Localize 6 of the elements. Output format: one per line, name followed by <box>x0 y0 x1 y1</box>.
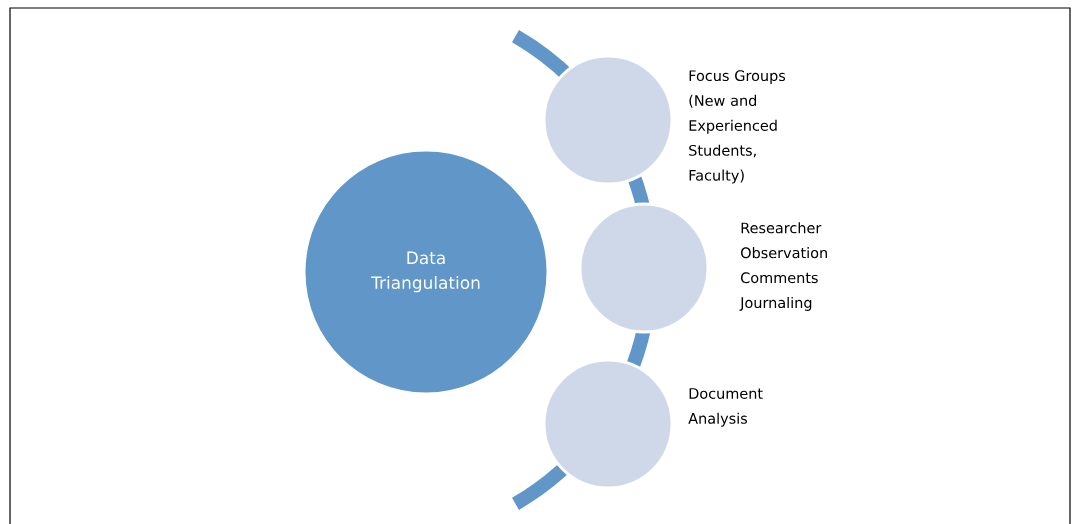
circle <box>542 358 674 490</box>
circle <box>542 54 674 186</box>
circle-caption: Document Analysis <box>688 388 763 427</box>
circle-caption: Researcher Observation Comments Journaling <box>739 222 827 311</box>
circle-caption: Focus Groups (New and Experienced Students, Faculty) <box>689 70 786 184</box>
circle <box>578 202 710 334</box>
